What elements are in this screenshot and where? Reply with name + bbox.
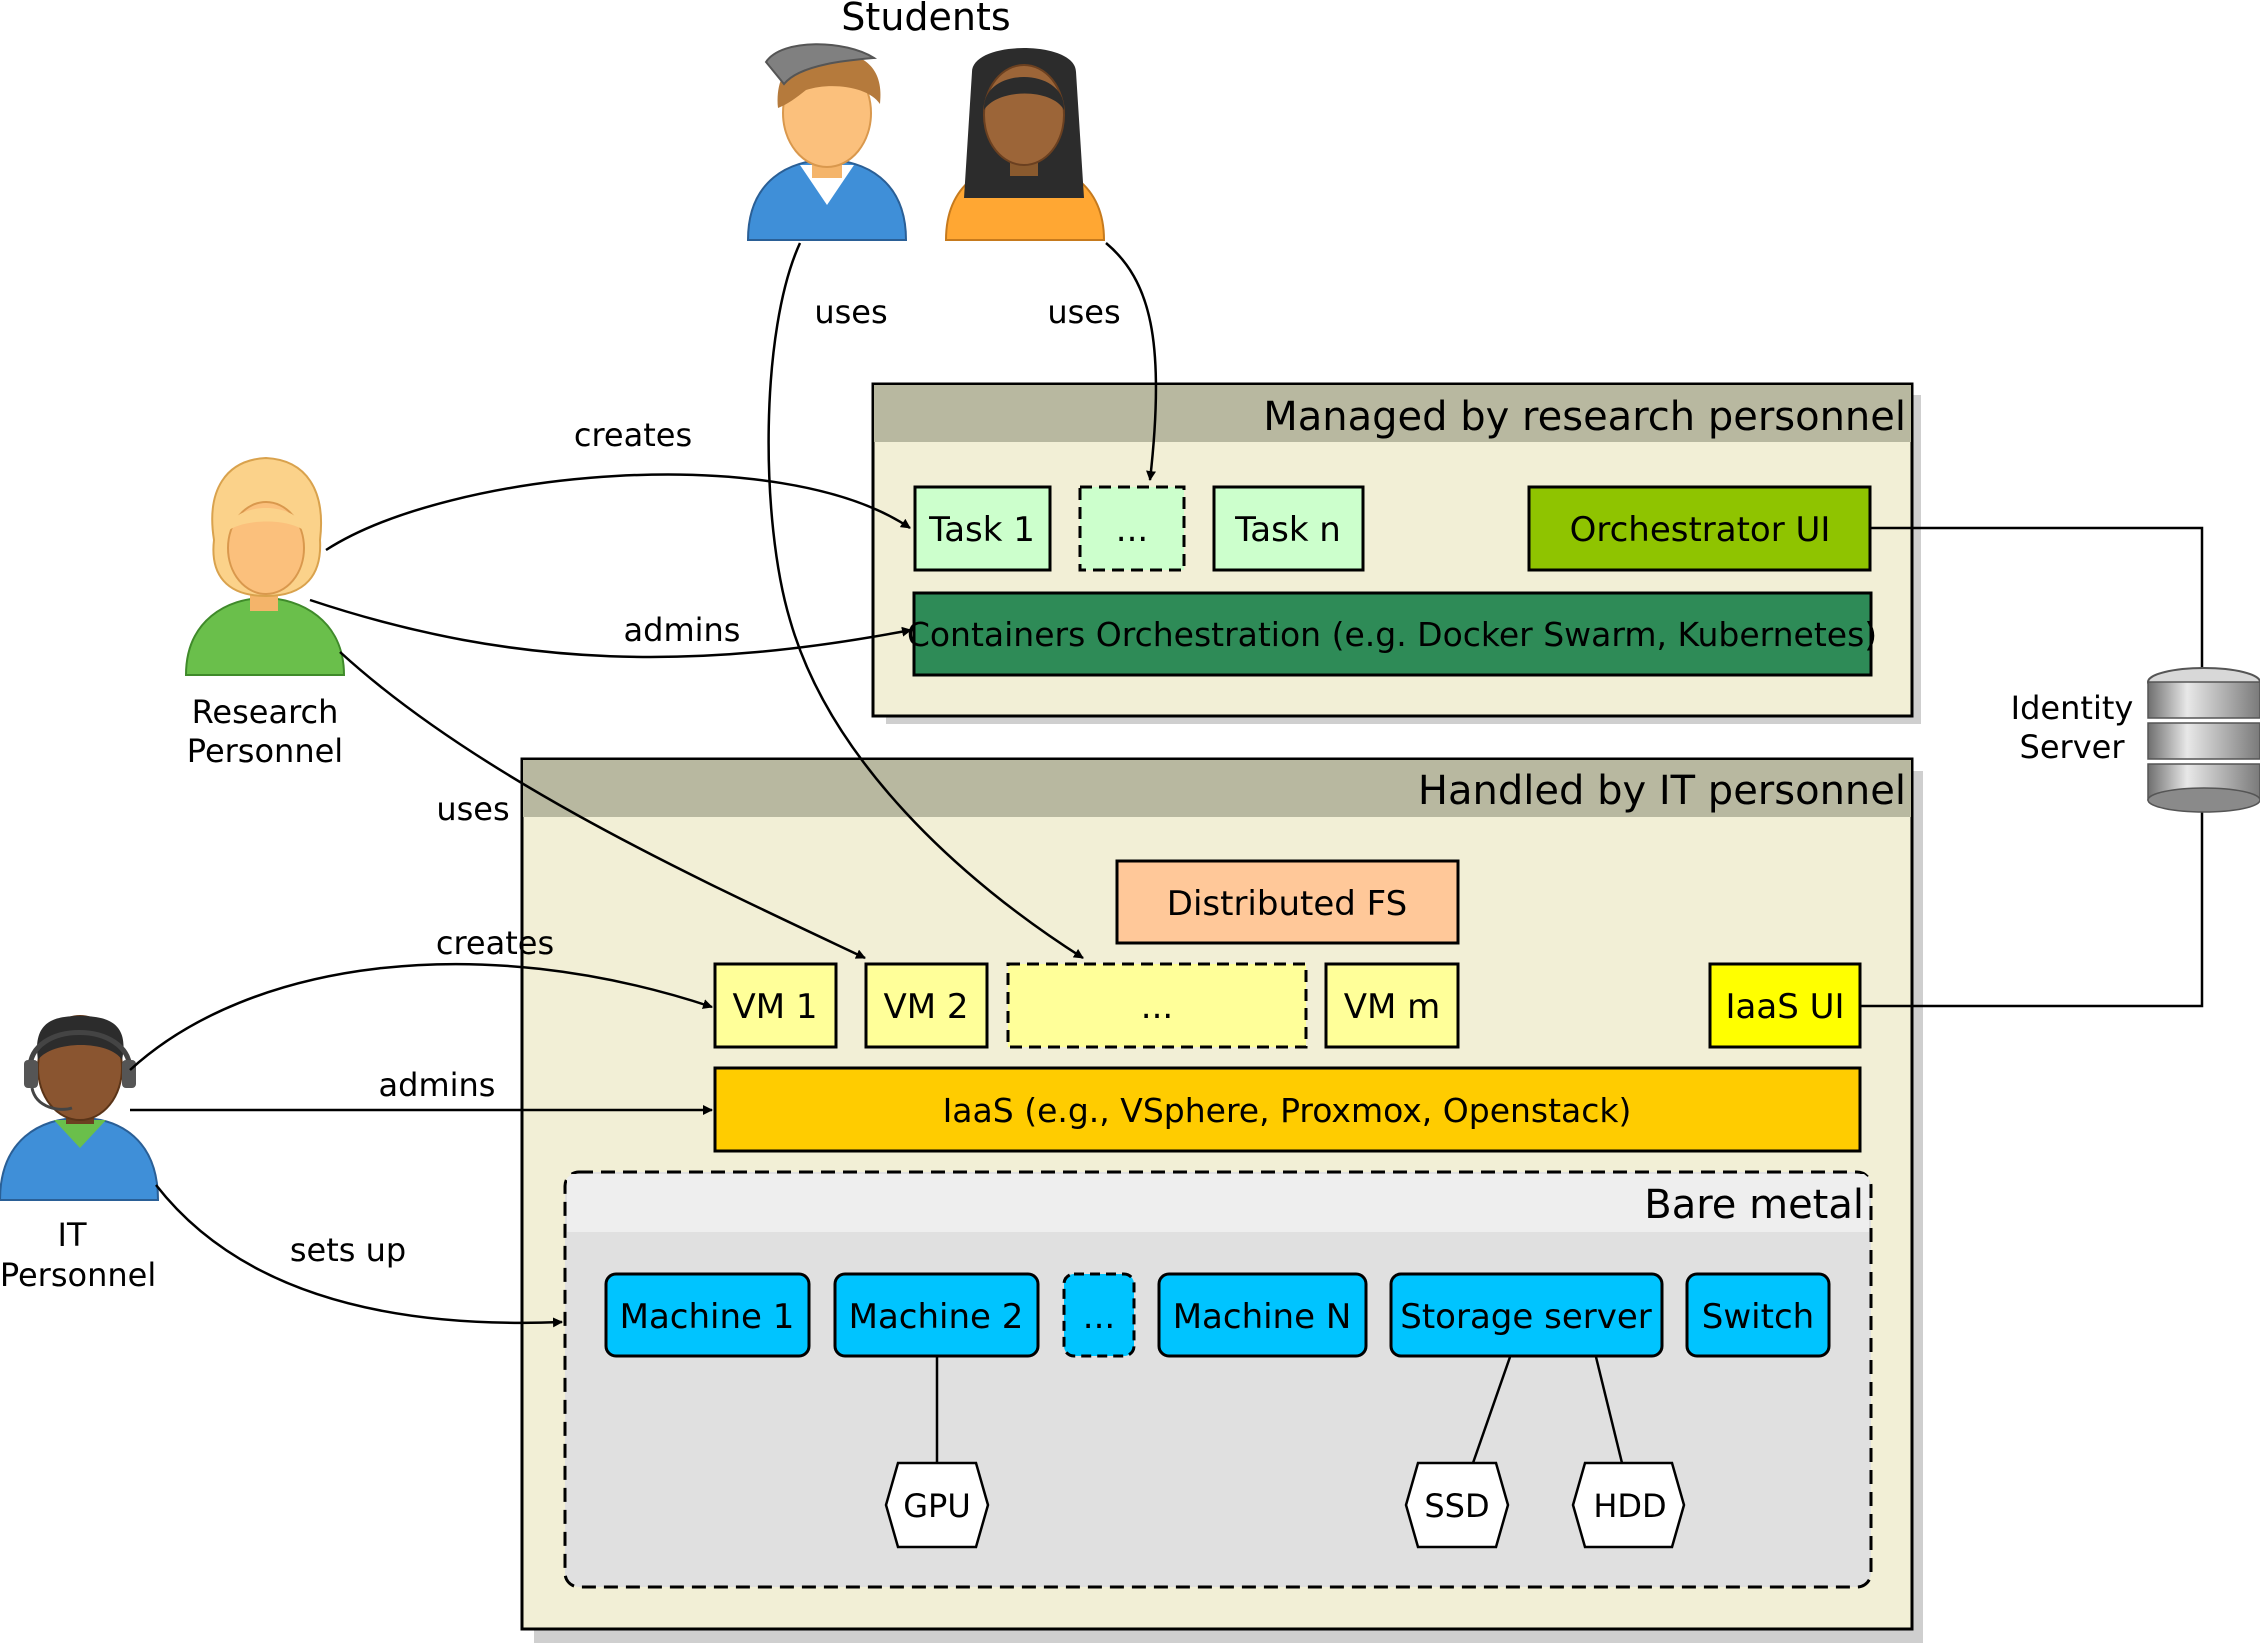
hdd-node[interactable]: HDD xyxy=(1571,1461,1686,1549)
it-creates-label: creates xyxy=(436,924,554,962)
switch-box[interactable]: Switch xyxy=(1685,1272,1831,1358)
it-sets-up-label: sets up xyxy=(290,1231,406,1269)
storage-hdd-link xyxy=(1594,1356,1624,1464)
research-personnel-icon[interactable] xyxy=(184,456,346,676)
orchestrator-ui-label: Orchestrator UI xyxy=(1570,510,1831,550)
student-1-icon[interactable] xyxy=(746,43,908,241)
identity-server-icon[interactable] xyxy=(2147,667,2260,813)
distributed-fs-label: Distributed FS xyxy=(1167,884,1407,924)
iaas-identity-link xyxy=(1861,803,2204,1008)
storage-server-label: Storage server xyxy=(1400,1297,1651,1337)
bare-metal-title: Bare metal xyxy=(1644,1182,1864,1228)
identity-server-label-line1: Identity xyxy=(2011,689,2134,727)
vm-1-label: VM 1 xyxy=(732,987,817,1027)
task-more-box[interactable]: ... xyxy=(1078,485,1186,572)
vm-m-box[interactable]: VM m xyxy=(1324,962,1460,1049)
student1-uses-edge xyxy=(767,242,1084,960)
task-n-label: Task n xyxy=(1234,510,1341,550)
task-1-label: Task 1 xyxy=(928,510,1035,550)
research-admins-edge xyxy=(309,598,912,659)
it-panel: Handled by IT personnel Distributed FS V… xyxy=(520,757,1923,1643)
research-creates-label: creates xyxy=(574,416,692,454)
student2-uses-edge xyxy=(1105,242,1158,481)
orchestrator-ui-box[interactable]: Orchestrator UI xyxy=(1527,485,1872,572)
research-uses-label: uses xyxy=(436,790,509,828)
iaas-ui-label: IaaS UI xyxy=(1726,987,1845,1027)
research-panel: Managed by research personnel Task 1 ...… xyxy=(871,382,1921,724)
hdd-label: HDD xyxy=(1593,1487,1666,1525)
ssd-label: SSD xyxy=(1424,1487,1489,1525)
research-uses-edge xyxy=(339,651,866,960)
vm-more-box[interactable]: ... xyxy=(1006,962,1308,1049)
machine-more-label: ... xyxy=(1083,1297,1115,1337)
storage-ssd-link xyxy=(1471,1356,1512,1464)
it-admins-label: admins xyxy=(379,1066,496,1104)
student-2-icon[interactable] xyxy=(944,48,1106,241)
containers-orchestration-box[interactable]: Containers Orchestration (e.g. Docker Sw… xyxy=(907,591,1877,677)
machine-n-label: Machine N xyxy=(1173,1297,1352,1337)
storage-server-box[interactable]: Storage server xyxy=(1389,1272,1664,1358)
vm-1-box[interactable]: VM 1 xyxy=(713,962,838,1049)
research-personnel-label-line2: Personnel xyxy=(187,732,343,770)
task-1-box[interactable]: Task 1 xyxy=(913,485,1052,572)
ssd-node[interactable]: SSD xyxy=(1404,1461,1510,1549)
orchestrator-identity-link xyxy=(1871,526,2204,676)
research-personnel-label-line1: Research xyxy=(192,693,339,731)
gpu-label: GPU xyxy=(903,1487,971,1525)
it-personnel-icon[interactable] xyxy=(0,1015,160,1201)
it-personnel-label-line2: Personnel xyxy=(0,1256,156,1294)
student2-uses-label: uses xyxy=(1047,293,1120,331)
vm-more-label: ... xyxy=(1141,987,1173,1027)
vm-2-label: VM 2 xyxy=(883,987,968,1027)
research-admins-label: admins xyxy=(624,611,741,649)
machine-1-box[interactable]: Machine 1 xyxy=(604,1272,811,1358)
gpu-node[interactable]: GPU xyxy=(884,1461,990,1549)
it-creates-edge xyxy=(129,962,713,1071)
it-panel-title: Handled by IT personnel xyxy=(1418,768,1906,814)
iaas-label: IaaS (e.g., VSphere, Proxmox, Openstack) xyxy=(943,1091,1632,1130)
iaas-box[interactable]: IaaS (e.g., VSphere, Proxmox, Openstack) xyxy=(713,1066,1862,1153)
machine-2-box[interactable]: Machine 2 xyxy=(833,1272,1040,1358)
machine-2-label: Machine 2 xyxy=(849,1297,1024,1337)
bare-metal-group: Bare metal Machine 1 Machine 2 ... Machi… xyxy=(563,1170,1873,1589)
containers-orchestration-label: Containers Orchestration (e.g. Docker Sw… xyxy=(907,615,1877,654)
vm-2-box[interactable]: VM 2 xyxy=(864,962,989,1049)
it-personnel-label-line1: IT xyxy=(58,1216,87,1254)
task-more-label: ... xyxy=(1116,510,1148,550)
machine-more-box[interactable]: ... xyxy=(1062,1272,1136,1358)
distributed-fs-box[interactable]: Distributed FS xyxy=(1115,859,1460,945)
research-panel-title: Managed by research personnel xyxy=(1263,394,1906,440)
switch-label: Switch xyxy=(1702,1297,1814,1337)
student1-uses-label: uses xyxy=(814,293,887,331)
machine-1-label: Machine 1 xyxy=(620,1297,795,1337)
vm-m-label: VM m xyxy=(1344,987,1441,1027)
machine-n-box[interactable]: Machine N xyxy=(1157,1272,1368,1358)
research-creates-edge xyxy=(325,473,911,552)
identity-server-label-line2: Server xyxy=(2020,728,2126,766)
iaas-ui-box[interactable]: IaaS UI xyxy=(1708,962,1862,1049)
it-sets-up-edge xyxy=(155,1184,563,1328)
students-label: Students xyxy=(841,0,1010,39)
task-n-box[interactable]: Task n xyxy=(1212,485,1365,572)
